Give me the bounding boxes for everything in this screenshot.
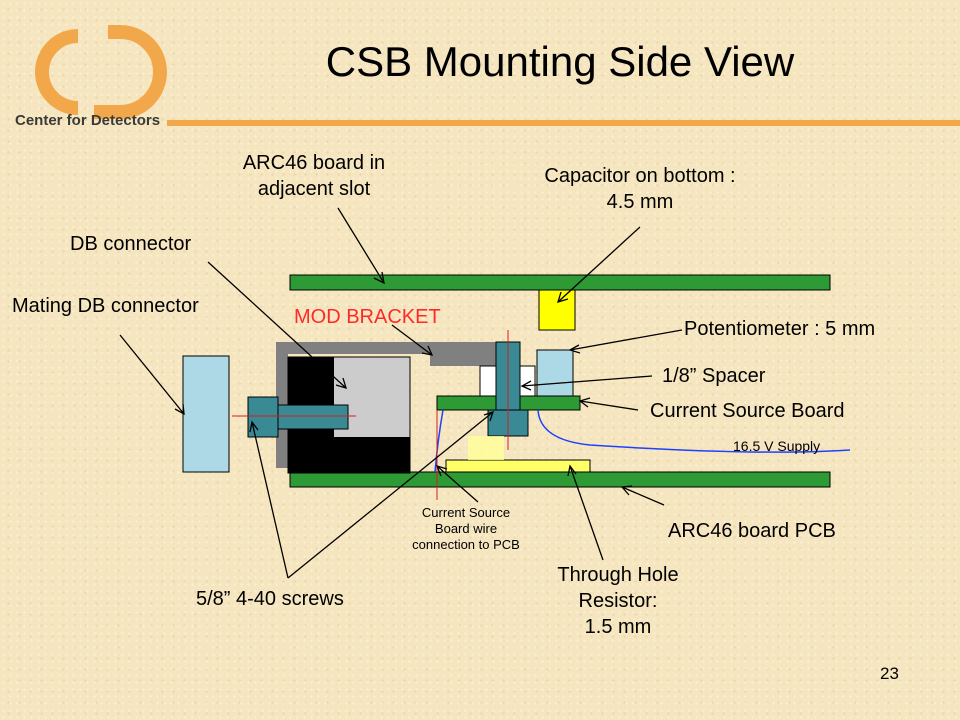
label-db-connector: DB connector xyxy=(70,233,192,255)
arrow-capacitor xyxy=(557,226,641,303)
label-arc46-adjacent-line1: ARC46 board in xyxy=(242,152,386,174)
label-resistor-line1: Through Hole xyxy=(557,564,679,586)
label-capacitor-line2: 4.5 mm xyxy=(606,191,674,213)
label-screws: 5/8” 4-40 screws xyxy=(196,588,344,610)
capacitor xyxy=(538,289,576,331)
arrowhead-mating-db xyxy=(174,403,185,416)
label-supply: 16.5 V Supply xyxy=(733,438,821,454)
resistor-standoff xyxy=(468,436,504,460)
arrowhead-current-source-board xyxy=(578,397,591,408)
potentiometer xyxy=(536,349,574,397)
label-spacer: 1/8” Spacer xyxy=(662,365,766,387)
page-number: 23 xyxy=(880,664,899,683)
label-mating-db-connector: Mating DB connector xyxy=(12,295,199,317)
label-wire-line3: connection to PCB xyxy=(412,537,520,552)
arrowhead-mod-bracket xyxy=(421,345,434,356)
label-wire-connection: Current Source Board wire connection to … xyxy=(395,505,537,553)
arrowhead-screw-left xyxy=(249,420,259,433)
label-arc46-adjacent: ARC46 board in adjacent slot xyxy=(222,150,406,202)
logo-underline xyxy=(167,120,960,126)
arrow-arc46-adjacent xyxy=(337,207,385,284)
label-wire-line2: Board wire xyxy=(434,521,498,536)
arrow-spacer xyxy=(521,375,653,387)
label-wire-line1: Current Source xyxy=(421,505,511,520)
slide-title: CSB Mounting Side View xyxy=(325,38,795,85)
label-arc46-pcb: ARC46 board PCB xyxy=(668,520,836,542)
arrowhead-screw-right xyxy=(483,410,495,422)
arrow-resistor xyxy=(569,465,604,561)
logo-c-shape xyxy=(35,29,79,115)
arrowhead-arc46-adjacent xyxy=(373,271,385,285)
arrowhead-arc46-pcb xyxy=(620,485,633,496)
logo-d-shape xyxy=(94,25,167,119)
wire-left xyxy=(434,409,444,473)
label-capacitor-line1: Capacitor on bottom : xyxy=(544,165,736,187)
mating-db-connector xyxy=(182,355,230,473)
screw-head xyxy=(247,396,279,438)
callout-arrows xyxy=(119,207,683,579)
screw-shaft xyxy=(277,404,349,430)
label-resistor-line3: 1.5 mm xyxy=(584,616,652,638)
label-current-source-board: Current Source Board xyxy=(650,400,845,422)
through-hole-resistor xyxy=(445,459,591,473)
label-mod-bracket: MOD BRACKET xyxy=(294,306,441,328)
label-resistor-line2: Resistor: xyxy=(578,590,658,612)
arrowhead-wire xyxy=(435,464,448,477)
logo-text: Center for Detectors xyxy=(15,112,161,129)
arrowhead-capacitor xyxy=(557,291,569,303)
cfd-logo xyxy=(35,25,167,119)
label-resistor: Through Hole Resistor: 1.5 mm xyxy=(548,562,688,640)
arrow-screw-left xyxy=(251,421,289,579)
arrowhead-resistor xyxy=(567,464,577,477)
arrowhead-db-connector xyxy=(335,377,347,389)
arrowhead-potentiometer xyxy=(568,344,581,354)
label-arc46-adjacent-line2: adjacent slot xyxy=(257,178,371,200)
arrow-screw-right xyxy=(287,411,494,579)
arrow-mating-db xyxy=(119,334,185,415)
arrow-current-source-board xyxy=(579,400,639,411)
wire-right xyxy=(537,409,851,453)
label-potentiometer: Potentiometer : 5 mm xyxy=(684,318,876,340)
label-capacitor: Capacitor on bottom : 4.5 mm xyxy=(520,163,760,215)
arc46-adjacent-board xyxy=(289,274,831,291)
arc46-pcb xyxy=(289,471,831,488)
arrow-arc46-pcb xyxy=(621,486,665,506)
arrow-mod-bracket xyxy=(391,324,433,356)
arrowhead-spacer xyxy=(520,380,532,391)
arrow-wire xyxy=(436,465,479,503)
arrow-potentiometer xyxy=(569,329,683,351)
db-connector-black-bottom xyxy=(288,437,410,473)
mod-bracket-step xyxy=(430,342,496,366)
arrow-db-connector xyxy=(207,261,347,389)
